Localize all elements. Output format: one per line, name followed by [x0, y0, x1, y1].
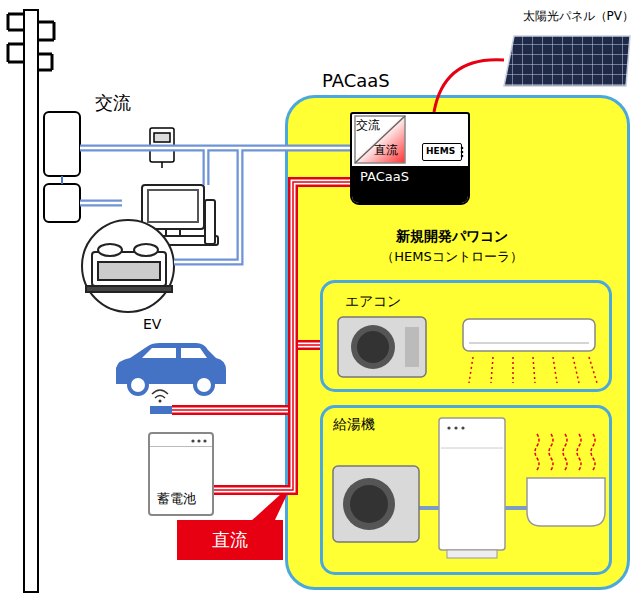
node-text: エアコン	[345, 293, 401, 309]
connector-stroke	[434, 60, 504, 112]
ev-dc-wire	[172, 410, 293, 411]
pv-cable	[434, 60, 504, 112]
connector-stroke	[214, 182, 350, 490]
ac-wiring	[80, 148, 350, 262]
ev-charge-plug	[150, 390, 172, 414]
dc-bus-line	[214, 182, 350, 490]
ac-label: 交流	[95, 93, 131, 114]
electric-meter	[150, 128, 174, 168]
connector-stroke	[293, 182, 350, 345]
node-text: 交流	[356, 119, 380, 133]
dc-callout: 直流	[177, 520, 283, 560]
node-text: HEMS	[426, 146, 455, 156]
connector-stroke	[293, 182, 350, 345]
node-text: PACaaS	[360, 170, 409, 185]
storage-battery-box: 蓄電池	[148, 432, 214, 516]
pcs-subcaption: （HEMSコントローラ）	[381, 250, 522, 265]
node-text: PACaaS	[322, 71, 390, 92]
ev-label: EV	[143, 316, 161, 332]
dc-bus-line	[293, 182, 350, 345]
solar-panel: 太陽光パネル（PV）	[488, 10, 636, 90]
connector-stroke	[214, 182, 350, 490]
connector-stroke	[293, 182, 350, 345]
node-text: 給湯機	[333, 416, 375, 432]
node-text: 太陽光パネル（PV）	[523, 10, 634, 24]
water-heater-box: 給湯機	[320, 405, 612, 575]
computer-icon	[136, 185, 218, 245]
ev-car-icon	[116, 343, 226, 394]
pacaas-region: PACaaS交流直流 HEMS PACaaS エアコン給湯機	[285, 95, 630, 590]
node-text: 蓄電池	[157, 492, 196, 507]
connector-stroke	[214, 182, 350, 490]
pcs-caption: 新規開発パワコン	[396, 228, 508, 244]
cooking-stove-icon	[82, 220, 174, 312]
callout-pointer	[250, 484, 292, 522]
power-conditioner-box: 交流直流 HEMS PACaaS	[350, 112, 470, 205]
utility-pole	[8, 10, 80, 592]
air-conditioner-box: エアコン	[320, 280, 612, 392]
node-text: 直流	[374, 144, 398, 158]
